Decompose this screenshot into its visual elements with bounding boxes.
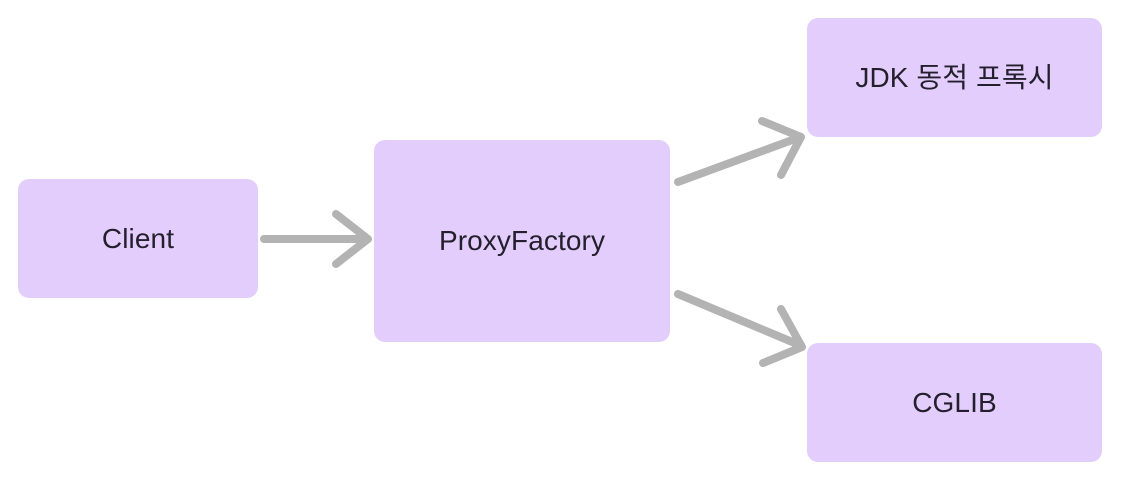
node-client-label: Client — [101, 222, 175, 254]
edge-proxyfactory-to-cglib — [674, 290, 806, 367]
node-proxyfactory[interactable]: ProxyFactory — [374, 140, 670, 342]
node-jdk-dynamic-proxy[interactable]: JDK 동적 프록시 — [807, 18, 1102, 137]
edge-proxyfactory-to-jdkproxy — [674, 117, 805, 186]
node-cglib-label: CGLIB — [912, 386, 997, 418]
node-proxyfactory-label: ProxyFactory — [438, 225, 606, 257]
node-jdk-dynamic-proxy-label: JDK 동적 프록시 — [855, 61, 1054, 93]
node-cglib[interactable]: CGLIB — [807, 343, 1102, 462]
edge-client-to-proxyfactory — [260, 210, 372, 268]
node-client[interactable]: Client — [18, 179, 258, 298]
